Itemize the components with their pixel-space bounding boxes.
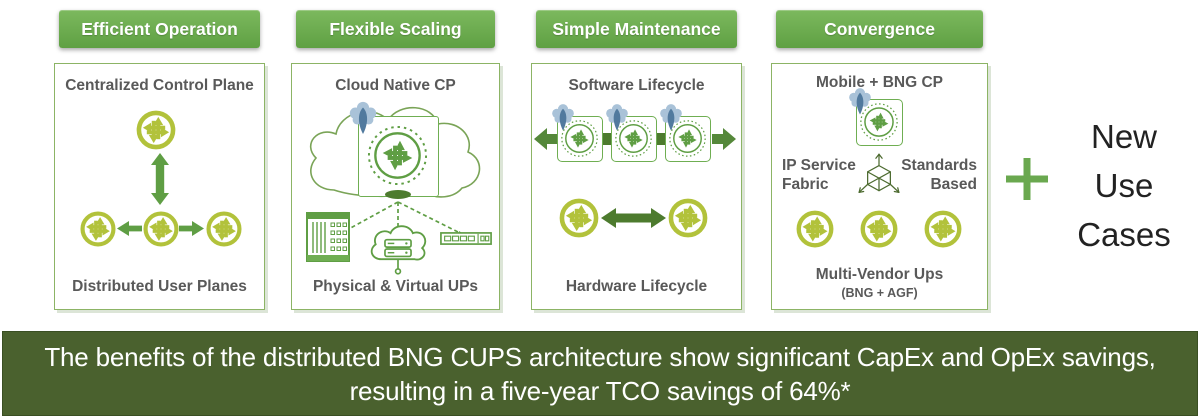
panel-convergence: Convergence Mobile + BNG CP IP Service F… [771, 10, 988, 310]
panel-flexible-scaling: Flexible Scaling Cloud Native CP [291, 10, 500, 310]
box-efficient-operation: Centralized Control Plane Distributed Us… [54, 63, 265, 310]
header-convergence: Convergence [776, 10, 983, 48]
box-title: Centralized Control Plane [65, 77, 254, 94]
connector-ellipse [385, 190, 411, 199]
cloud-native-flower-icon [603, 101, 631, 132]
box-convergence: Mobile + BNG CP IP Service Fabric Standa… [771, 63, 988, 310]
left-arrow-icon [117, 221, 142, 236]
new-use-cases-note: New Use Cases [1077, 118, 1171, 253]
box-title: Software Lifecycle [568, 77, 705, 94]
junos-router-icon [923, 209, 963, 249]
left-side-label: IP Service Fabric [782, 157, 856, 193]
right-arrow-icon [179, 221, 204, 236]
junos-router-icon [859, 209, 899, 249]
box-simple-maintenance: Software Lifecycle Hardware Lifecy [531, 63, 742, 310]
junos-router-icon [205, 210, 243, 248]
box-title: Mobile + BNG CP [815, 74, 944, 91]
chassis-router-icon [306, 212, 350, 262]
junos-router-icon [142, 210, 180, 248]
junos-router-icon [667, 197, 709, 239]
box-bottom-label: Multi-Vendor Ups (BNG + AGF) [815, 266, 944, 300]
left-arrow-icon [534, 128, 558, 150]
cloud-native-flower-icon [549, 101, 577, 132]
right-arrow-icon [712, 128, 736, 150]
box-bottom-label: Hardware Lifecycle [565, 278, 708, 295]
plus-icon [1006, 158, 1048, 200]
junos-router-icon [135, 109, 177, 151]
junos-router-icon [795, 209, 835, 249]
cloud-native-flower-icon [846, 85, 874, 116]
cloud-native-flower-icon [346, 98, 380, 136]
junos-router-icon [79, 210, 117, 248]
cloud-servers-icon [368, 222, 428, 276]
switch-icon [440, 232, 492, 245]
header-flexible-scaling: Flexible Scaling [296, 10, 495, 48]
cloud-native-flower-icon [657, 101, 685, 132]
horizontal-double-arrow-icon [601, 208, 666, 228]
panel-simple-maintenance: Simple Maintenance Software Lifecycle [531, 10, 742, 310]
right-side-label: Standards Based [901, 157, 977, 193]
header-simple-maintenance: Simple Maintenance [536, 10, 737, 48]
connector-bar [603, 133, 613, 145]
fabric-cube-icon [854, 149, 904, 205]
panel-efficient-operation: Efficient Operation Centralized Control … [54, 10, 265, 310]
header-efficient-operation: Efficient Operation [59, 10, 260, 48]
box-bottom-label: Distributed User Planes [72, 278, 247, 295]
banner-line-1: The benefits of the distributed BNG CUPS… [44, 341, 1156, 372]
benefits-banner: The benefits of the distributed BNG CUPS… [2, 331, 1198, 416]
connector-bar [657, 133, 667, 145]
vertical-double-arrow-icon [151, 153, 169, 205]
junos-router-icon [558, 197, 600, 239]
banner-line-2: resulting in a five-year TCO savings of … [349, 375, 851, 406]
box-bottom-label: Physical & Virtual UPs [312, 278, 479, 295]
box-flexible-scaling: Cloud Native CP Physic [291, 63, 500, 310]
box-title: Cloud Native CP [335, 77, 456, 94]
